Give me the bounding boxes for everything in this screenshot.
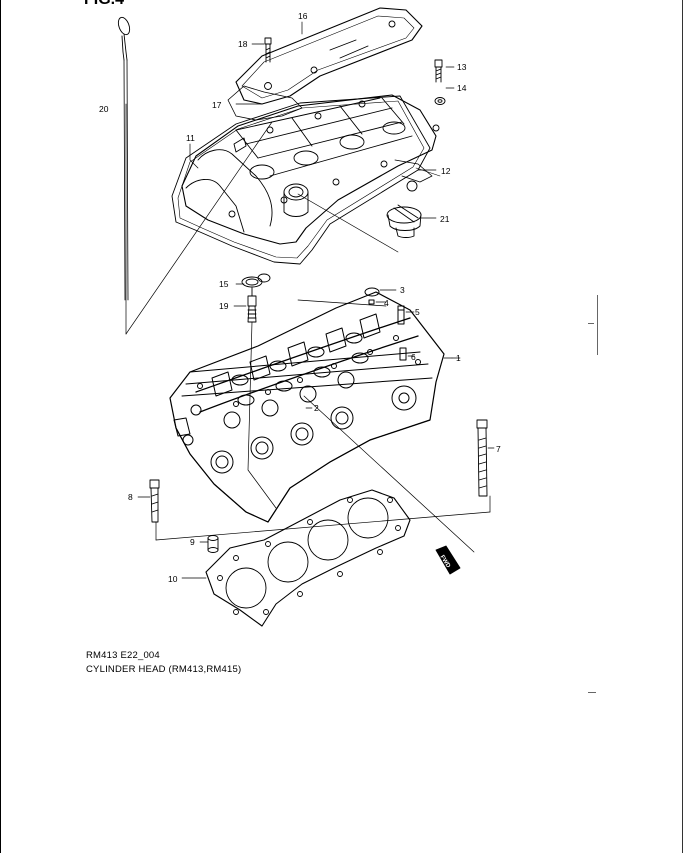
part-label-5: 5: [415, 307, 420, 317]
part-label-15: 15: [219, 279, 229, 289]
part-label-9: 9: [190, 537, 195, 547]
oil-level-gauge: [117, 16, 131, 301]
cylinder-head: [169, 287, 445, 523]
oil-filler-cap: [386, 204, 422, 238]
head-bolt-short: [149, 479, 160, 523]
spark-plug: [247, 287, 257, 323]
leader-lines: [125, 21, 495, 579]
plug-hole-seal: [241, 273, 271, 288]
part-label-3: 3: [400, 285, 405, 295]
part-label-8: 8: [128, 492, 133, 502]
part-label-18: 18: [238, 39, 248, 49]
dowel-pin: [207, 535, 219, 553]
forward-direction-mark: [435, 545, 461, 575]
margin-tick-mid: [588, 323, 594, 324]
bolt-13: [434, 59, 443, 83]
cylinder-head-gasket: [205, 489, 411, 627]
drawing-code: RM413 E22_004: [86, 650, 160, 661]
cover-gasket: [394, 159, 433, 183]
head-bolt: [476, 419, 488, 497]
part-label-19: 19: [219, 301, 229, 311]
part-label-1: 1: [456, 353, 461, 363]
part-label-2: 2: [314, 403, 319, 413]
margin-tick-top: [597, 295, 598, 355]
part-label-10: 10: [168, 574, 178, 584]
drawing-title: CYLINDER HEAD (RM413,RM415): [86, 664, 242, 675]
part-label-12: 12: [441, 166, 451, 176]
cover-top-plate: [235, 7, 423, 105]
margin-tick-low: [588, 692, 596, 693]
bolt-18: [264, 37, 272, 63]
washer-14: [434, 97, 446, 105]
part-label-7: 7: [496, 444, 501, 454]
part-label-4: 4: [384, 298, 389, 308]
part-number-labels: 16 18 13 14 20 17 11 12 21 15 3 4 19 5 6…: [99, 11, 501, 584]
figure-header: FIG.4: [84, 0, 124, 9]
part-label-14: 14: [457, 83, 467, 93]
part-label-17: 17: [212, 100, 222, 110]
part-label-21: 21: [440, 214, 450, 224]
part-label-16: 16: [298, 11, 308, 21]
cylinder-head-cover: [171, 94, 441, 265]
part-label-6: 6: [411, 352, 416, 362]
part-label-11: 11: [186, 133, 195, 143]
left-page-edge: [0, 0, 1, 853]
part-label-13: 13: [457, 62, 467, 72]
part-label-20: 20: [99, 104, 109, 114]
cover-plate-seal: [227, 85, 303, 121]
